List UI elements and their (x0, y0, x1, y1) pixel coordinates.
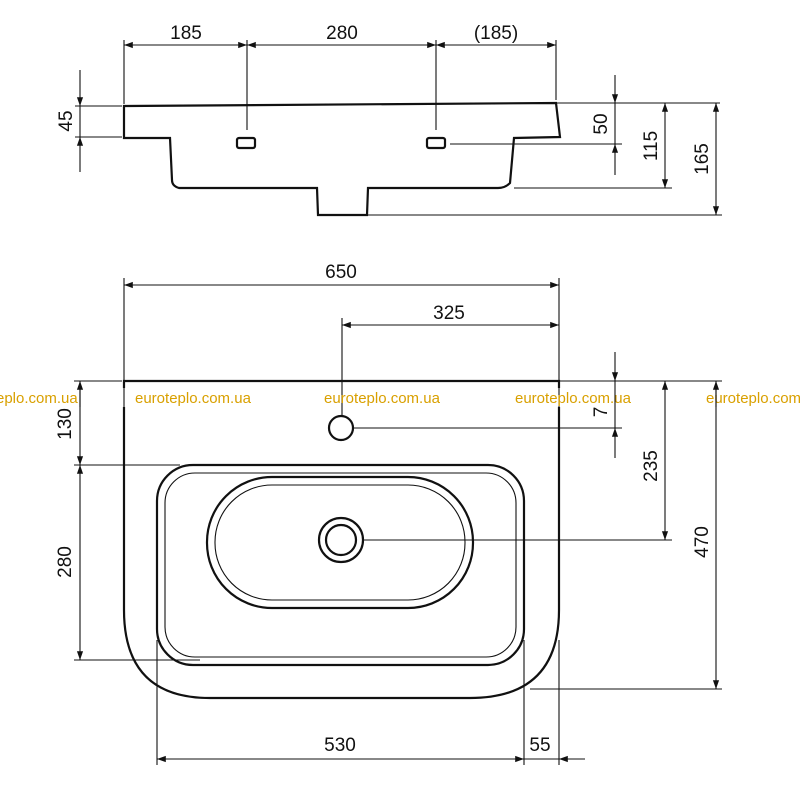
dim-280-side-label: 280 (55, 546, 76, 578)
dim-530-label: 530 (324, 735, 356, 756)
dim-470-label: 470 (692, 526, 713, 558)
bowl-outline (155, 463, 526, 667)
dim-185-paren-label: (185) (474, 23, 518, 44)
side-view: 185 280 (185) 45 50 115 165 (56, 23, 722, 217)
watermark-1: eplo.com.ua (0, 390, 78, 407)
watermark-4: euroteplo.com.ua (515, 390, 632, 407)
bowl-basin (205, 475, 475, 610)
top-view: 650 325 eplo.com.ua euroteplo.com.ua eur… (0, 262, 800, 765)
tap-hole (327, 414, 355, 442)
watermark-2: euroteplo.com.ua (135, 390, 252, 407)
tap-hole-left (235, 136, 257, 150)
dim-650-label: 650 (325, 262, 357, 283)
bowl-inner-ledge (164, 472, 517, 658)
basin-side-profile (122, 101, 562, 217)
basin-outer-outline (122, 379, 561, 700)
dim-235-label: 235 (641, 450, 662, 482)
dim-280-label: 280 (326, 23, 358, 44)
dim-165-label: 165 (692, 143, 713, 175)
dim-45-label: 45 (56, 110, 77, 131)
dim-325-label: 325 (433, 303, 465, 324)
dim-55-label: 55 (529, 735, 550, 756)
drain-inner (324, 523, 358, 557)
dim-50-label: 50 (591, 113, 612, 134)
watermark-3: euroteplo.com.ua (324, 390, 441, 407)
dim-185-label: 185 (170, 23, 202, 44)
tap-hole-right (425, 136, 447, 150)
dim-130-label: 130 (55, 408, 76, 440)
watermark-5: euroteplo.com.u (706, 390, 800, 407)
dim-115-label: 115 (641, 131, 662, 161)
dim-7-label: 7 (591, 407, 612, 418)
